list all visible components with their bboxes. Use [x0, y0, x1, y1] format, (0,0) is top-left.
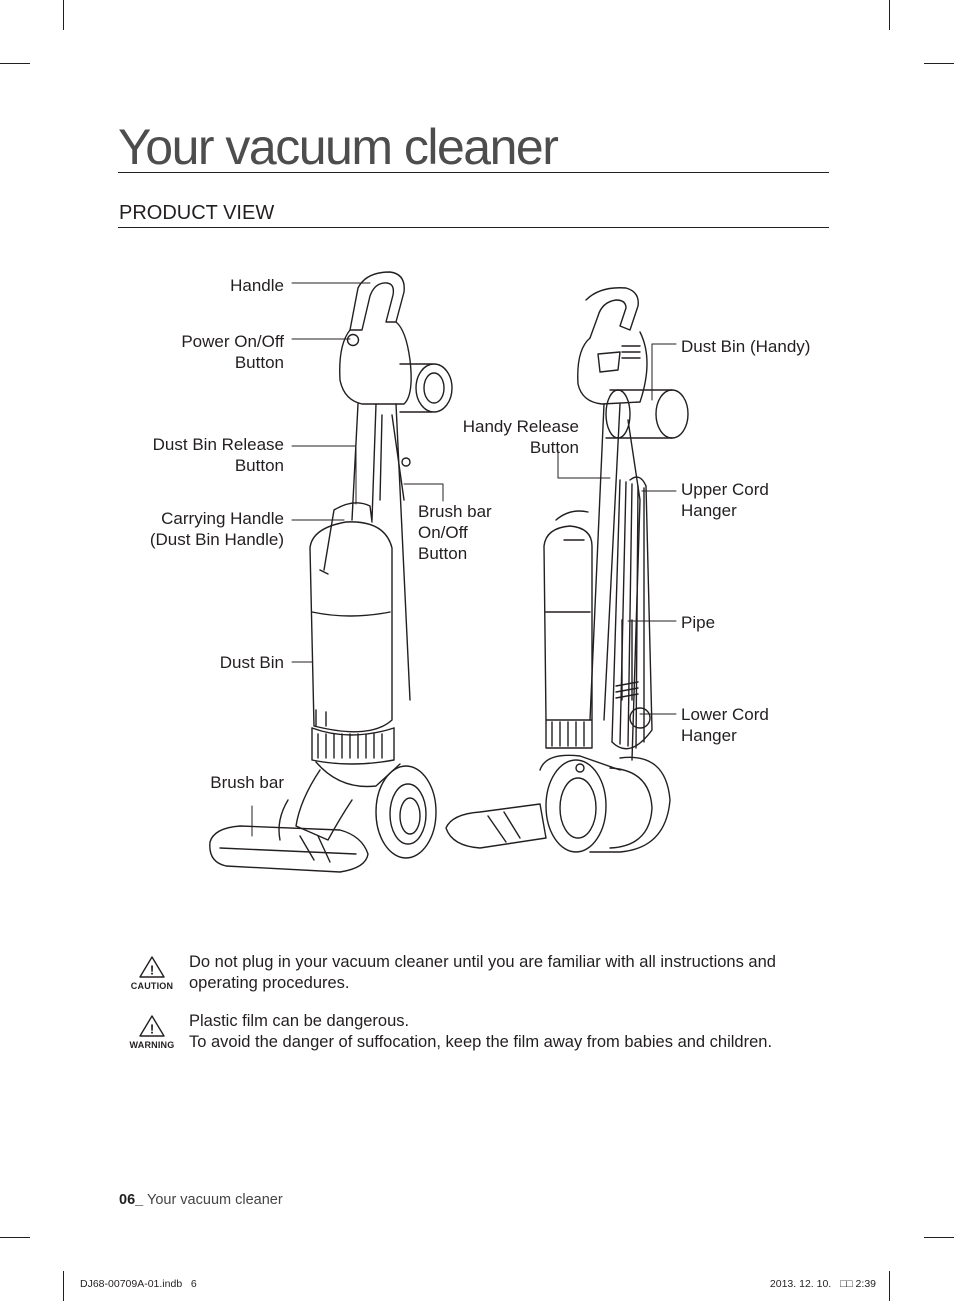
- label-handle: Handle: [230, 275, 284, 296]
- label-dust-bin-release-line2: Button: [235, 455, 284, 476]
- label-handy-release-line1: Handy Release: [463, 416, 579, 437]
- label-lower-cord-hanger-line2: Hanger: [681, 725, 737, 746]
- label-brush-bar-onoff-line1: Brush bar: [418, 501, 492, 522]
- label-upper-cord-hanger-line1: Upper Cord: [681, 479, 769, 500]
- warning-triangle-icon: !: [139, 1015, 165, 1037]
- svg-text:!: !: [150, 1022, 154, 1037]
- label-power-onoff-line2: Button: [235, 352, 284, 373]
- page-footer: 06_ Your vacuum cleaner: [119, 1192, 283, 1208]
- label-carrying-handle-line1: Carrying Handle: [161, 508, 284, 529]
- label-pipe: Pipe: [681, 612, 715, 633]
- slug-date: 2013. 12. 10. □□ 2:39: [770, 1278, 876, 1290]
- label-lower-cord-hanger-line1: Lower Cord: [681, 704, 769, 725]
- label-carrying-handle-line2: (Dust Bin Handle): [150, 529, 284, 550]
- svg-text:!: !: [150, 963, 154, 978]
- warning-triangle-icon: !: [139, 956, 165, 978]
- label-dust-bin-release-line1: Dust Bin Release: [153, 434, 284, 455]
- label-dust-bin-handy: Dust Bin (Handy): [681, 336, 810, 357]
- label-dust-bin: Dust Bin: [220, 652, 284, 673]
- label-brush-bar-onoff-line3: Button: [418, 543, 467, 564]
- warning-text-line2: To avoid the danger of suffocation, keep…: [189, 1032, 772, 1053]
- label-power-onoff-line1: Power On/Off: [181, 331, 284, 352]
- warning-word: WARNING: [126, 1040, 178, 1050]
- caution-symbol: ! CAUTION: [126, 956, 178, 991]
- warning-text-line1: Plastic film can be dangerous.: [189, 1011, 409, 1032]
- footer-section: Your vacuum cleaner: [147, 1192, 283, 1208]
- caution-text-line2: operating procedures.: [189, 973, 350, 994]
- label-brush-bar-onoff-line2: On/Off: [418, 522, 468, 543]
- label-handy-release-line2: Button: [530, 437, 579, 458]
- caution-text-line1: Do not plug in your vacuum cleaner until…: [189, 952, 776, 973]
- slug-file: DJ68-00709A-01.indb 6: [80, 1278, 197, 1290]
- label-brush-bar: Brush bar: [210, 772, 284, 793]
- caution-word: CAUTION: [126, 981, 178, 991]
- warning-symbol: ! WARNING: [126, 1015, 178, 1050]
- page-number: 06_: [119, 1192, 143, 1208]
- label-upper-cord-hanger-line2: Hanger: [681, 500, 737, 521]
